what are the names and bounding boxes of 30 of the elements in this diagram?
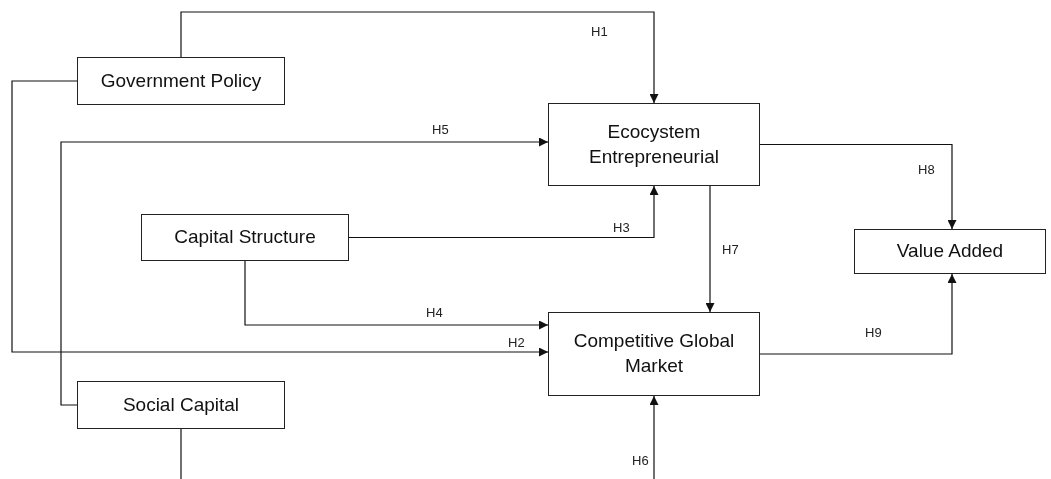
variable-box [548,103,760,186]
variable-box [548,312,760,396]
connector-arrow [11,80,549,357]
connector-arrow [60,137,549,406]
connector-arrow [705,185,715,313]
connector-arrow [180,395,659,479]
node-label: Social Capital [122,392,240,417]
node-label: Competitive Global Market [572,329,736,378]
edge-label: H5 [432,122,449,137]
connector-arrow [244,260,549,330]
connector-arrow [759,273,957,355]
connector-arrow [759,143,957,230]
connector-arrow [348,185,659,239]
variable-box [854,229,1046,274]
node-label: Ecocystem Entrepreneurial [588,119,720,169]
node-label: Value Added [896,239,1004,264]
variable-box [77,57,285,105]
edge-label: H3 [613,220,630,235]
connector-arrow [180,11,659,104]
variable-box [77,381,285,429]
node-label: Government Policy [100,68,262,93]
edge-label: H2 [508,335,525,350]
edge-label: H1 [591,24,608,39]
edge-label: H4 [426,305,443,320]
edge-label: H6 [632,453,649,468]
edge-label: H7 [722,242,739,257]
variable-box [141,214,349,261]
edge-label: H8 [918,162,935,177]
node-label: Capital Structure [174,225,316,250]
edge-label: H9 [865,325,882,340]
